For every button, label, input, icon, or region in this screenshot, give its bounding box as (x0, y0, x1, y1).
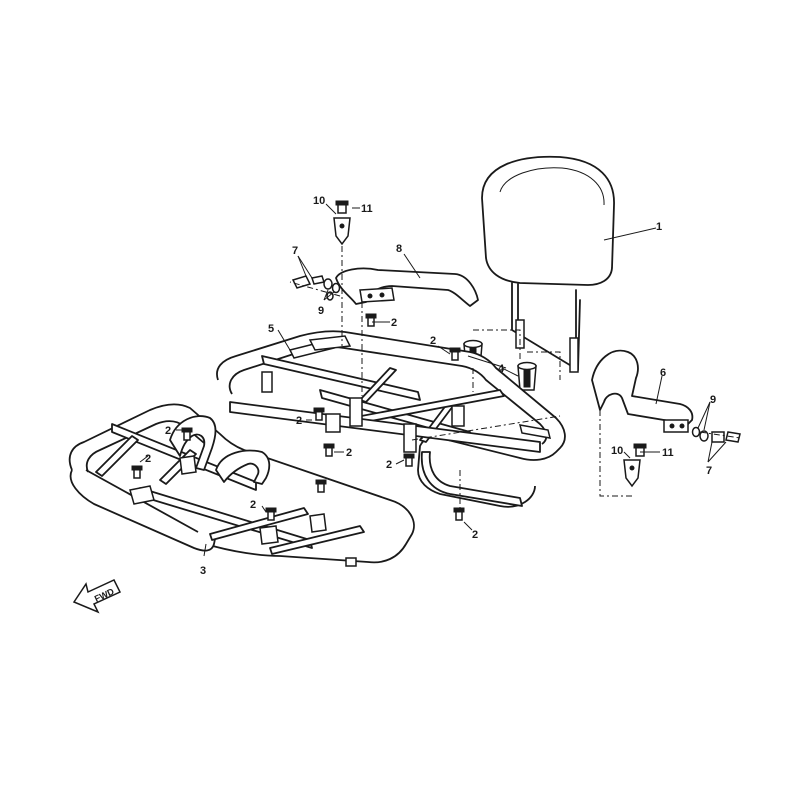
callout-10-lower: 10 (611, 445, 623, 457)
bracket-bolt-upper-left (333, 200, 351, 246)
callout-5: 5 (268, 323, 274, 335)
callout-1: 1 (656, 221, 662, 233)
assembly-lines (289, 246, 741, 510)
backrest-mount-sleeves (463, 339, 537, 391)
callout-7-right: 7 (706, 465, 712, 477)
bolt-front-left (181, 427, 193, 441)
bolt-rear-center (323, 443, 335, 457)
callout-2-rear-right-top: 2 (430, 335, 436, 347)
callouts: 1 10 11 7 9 8 5 2 2 4 6 9 7 10 11 2 2 2 … (145, 195, 716, 577)
callout-2-front-left: 2 (165, 425, 171, 437)
bolts-washers-right (691, 426, 741, 443)
bolt-front-far-right (315, 479, 327, 493)
leader-lines (139, 203, 727, 557)
callout-9-left: 9 (318, 305, 324, 317)
callout-2-rear-top: 2 (391, 317, 397, 329)
callout-2-rear-right: 2 (386, 459, 392, 471)
callout-2-rear-bottom: 2 (472, 529, 478, 541)
callout-2-front-right: 2 (250, 499, 256, 511)
bracket-bolt-lower-right (623, 443, 647, 488)
callout-2-rear-center: 2 (346, 447, 352, 459)
bolt-rear-right-top (449, 347, 461, 361)
right-grab-handle (591, 349, 694, 433)
callout-2-rear-left: 2 (296, 415, 302, 427)
callout-10-upper: 10 (313, 195, 325, 207)
bolts (131, 313, 465, 521)
fwd-arrow: FWD (72, 579, 122, 614)
callout-9-right: 9 (710, 394, 716, 406)
callout-6: 6 (660, 367, 666, 379)
bolt-front-mid (131, 465, 143, 479)
bolt-front-right (265, 507, 277, 521)
bolt-rear-bottom (453, 507, 465, 521)
callout-3: 3 (200, 565, 206, 577)
bolt-rear-top (365, 313, 377, 327)
front-rack (68, 403, 415, 567)
bolt-rear-left (313, 407, 325, 421)
callout-7-left: 7 (292, 245, 298, 257)
callout-8: 8 (396, 243, 402, 255)
callout-11-upper: 11 (361, 203, 373, 215)
backrest (481, 155, 615, 373)
rear-rack (216, 330, 566, 508)
callout-11-lower: 11 (662, 447, 674, 459)
bolt-rear-right (403, 453, 415, 467)
callout-4: 4 (498, 363, 505, 375)
callout-2-front-mid: 2 (145, 453, 151, 465)
left-grab-handle (335, 267, 479, 307)
bolts-washers-left (291, 275, 341, 301)
